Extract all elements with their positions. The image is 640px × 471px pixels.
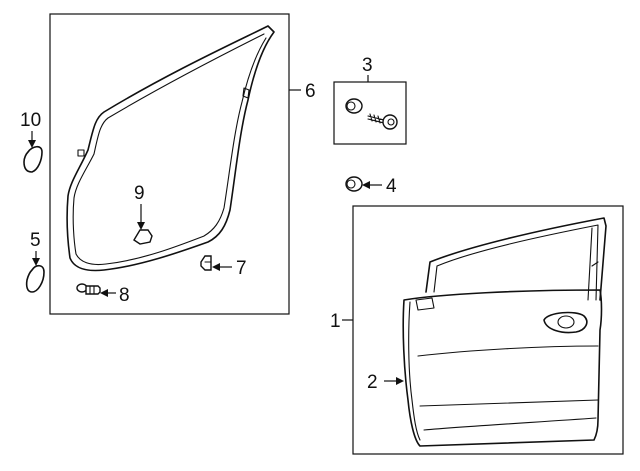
arrow-10	[28, 140, 36, 148]
door-weatherstrip	[66, 25, 275, 272]
seal-clip-tab-right	[242, 87, 250, 99]
hardware-box	[333, 81, 407, 145]
callout-4: 4	[386, 176, 397, 197]
callout-9: 9	[134, 183, 145, 204]
door-shell-group: 1 2	[330, 205, 624, 455]
part-10-cover: 10	[20, 110, 43, 173]
door-window-frame	[425, 217, 607, 301]
arrow-4	[362, 181, 370, 189]
arrow-7	[212, 263, 220, 271]
door-character-line-lower	[419, 399, 599, 407]
door-handle	[543, 311, 588, 334]
callout-10: 10	[20, 110, 41, 131]
callout-3: 3	[362, 55, 373, 76]
part-7-clip	[200, 255, 212, 271]
callout-7: 7	[236, 258, 247, 279]
arrow-8	[100, 289, 108, 297]
door-window-channel	[587, 227, 599, 301]
part-3-hardware-group: 3	[333, 55, 407, 145]
weatherstrip-box	[49, 13, 290, 315]
door-window-frame-inner	[433, 224, 599, 301]
door-rocker-line	[423, 417, 597, 431]
door-shell	[402, 289, 603, 447]
seal-clip-tab-left	[77, 149, 85, 157]
door-shell-edge	[408, 301, 421, 441]
arrow-2	[396, 377, 404, 385]
part-3-nut	[345, 98, 363, 114]
callout-8: 8	[119, 285, 130, 306]
callout-6: 6	[305, 81, 316, 102]
arrow-5	[32, 258, 40, 266]
callout-2: 2	[367, 372, 378, 393]
part-8-push-pin	[76, 283, 101, 295]
part-5-cover: 5	[25, 230, 45, 293]
door-weatherstrip-inner	[72, 33, 267, 266]
door-character-line-upper	[417, 345, 599, 357]
part-4-nut: 4	[345, 176, 397, 197]
part-3-bolt	[367, 113, 398, 130]
callout-5: 5	[30, 230, 41, 251]
arrow-9	[137, 222, 145, 230]
part-9-clip	[133, 229, 153, 245]
door-shell-box	[352, 205, 624, 455]
callout-1: 1	[330, 311, 341, 332]
mirror-mount	[415, 297, 435, 311]
weatherstrip-group: 9 7 8 6	[49, 13, 316, 315]
